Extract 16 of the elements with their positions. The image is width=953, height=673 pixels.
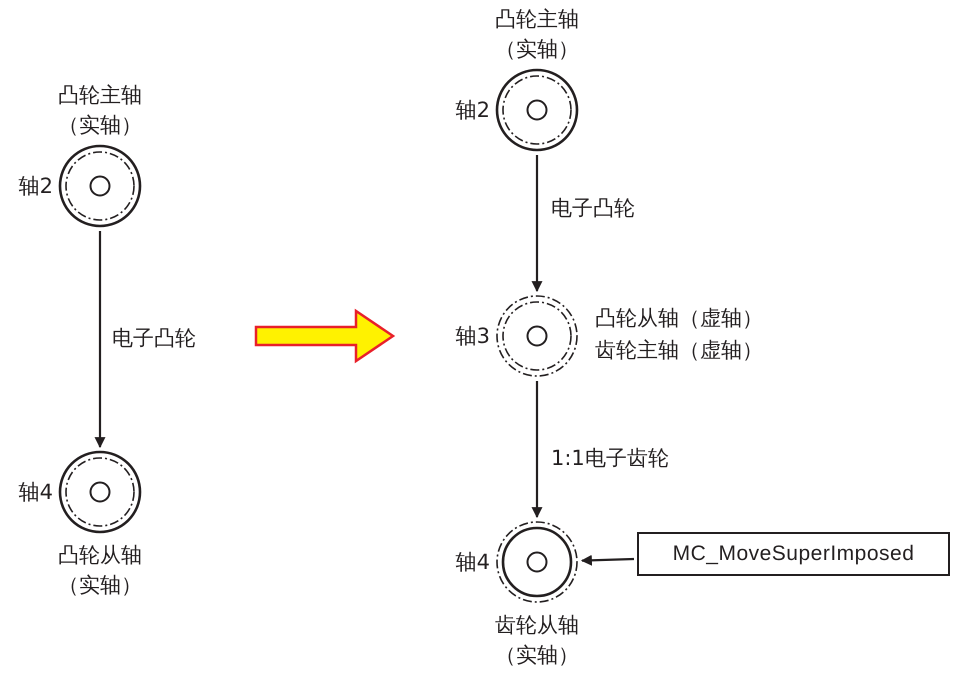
axis-label: 凸轮从轴（实轴） [57,542,143,599]
axis-number: 轴4 [18,479,53,506]
axis-label: 凸轮从轴（虚轴） [595,305,763,332]
arrow [94,231,106,448]
axis-number: 轴2 [456,97,490,124]
axis-number: 轴2 [18,173,53,200]
arrow [532,381,542,518]
arrow [580,554,634,566]
axis-number: 轴4 [456,549,490,576]
axis-label: 凸轮主轴（实轴） [494,6,580,63]
axis-label: 凸轮主轴（实轴） [57,82,143,139]
function-block-box: MC_MoveSuperImposed [637,532,950,576]
axis-label: 齿轮从轴（实轴） [494,612,580,669]
arrow [532,155,542,292]
axis-number: 轴3 [456,323,490,350]
axis-label: 齿轮主轴（虚轴） [595,337,763,364]
